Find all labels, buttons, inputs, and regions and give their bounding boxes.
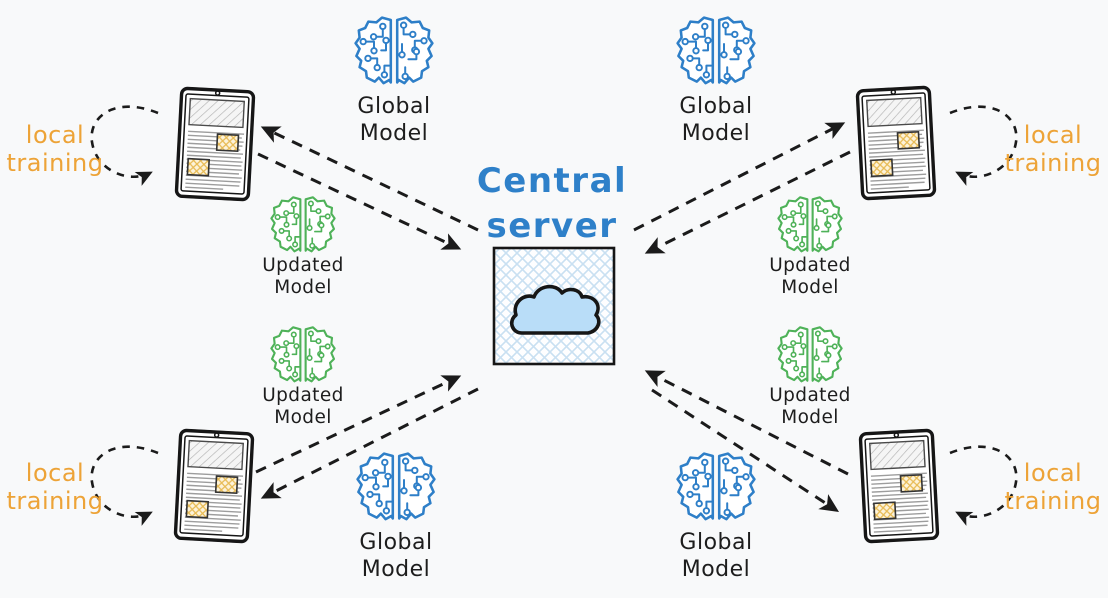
- local-training-label-line1: local: [1024, 121, 1082, 149]
- tablet-icon: [173, 428, 255, 544]
- global-model-label-line1: Global: [679, 530, 752, 555]
- global-model-download-arrow-top-left: [260, 126, 479, 232]
- global-model-label-line2: Model: [360, 121, 429, 146]
- global-model-bottom-left: Global Model: [356, 452, 436, 582]
- global-model-label-line2: Model: [682, 557, 751, 582]
- local-training-loop-arrow: [90, 445, 159, 526]
- central-server: Central server: [477, 161, 627, 366]
- global-model-download-arrow-bottom-right: [651, 388, 840, 512]
- local-training-label-line2: training: [7, 487, 104, 515]
- updated-model-label-line1: Updated: [769, 255, 851, 276]
- tablet-icon: [855, 85, 937, 201]
- updated-model-label-line1: Updated: [262, 255, 344, 276]
- local-training-bottom-left: local training: [7, 445, 159, 526]
- local-training-top-left: local training: [7, 105, 159, 186]
- global-model-top-left: Global Model: [354, 16, 434, 146]
- global-model-label-line2: Model: [362, 557, 431, 582]
- global-model-label-line1: Global: [357, 94, 430, 119]
- updated-model-label-line2: Model: [274, 277, 332, 298]
- updated-model-upload-arrow-bottom-left: [255, 375, 462, 474]
- updated-model-top-right: Updated Model: [769, 196, 851, 298]
- client-device-top-left: [174, 86, 256, 202]
- local-training-label-line2: training: [1005, 149, 1102, 177]
- global-model-label-line1: Global: [359, 530, 432, 555]
- updated-model-top-left: Updated Model: [262, 196, 344, 298]
- local-training-loop-arrow: [949, 445, 1018, 526]
- global-model-top-right: Global Model: [676, 16, 756, 146]
- local-training-loop-arrow: [90, 105, 159, 186]
- local-training-label-line2: training: [7, 149, 104, 177]
- local-training-label-line2: training: [1005, 487, 1102, 515]
- client-device-bottom-left: [173, 428, 255, 544]
- central-server-title-line2: server: [486, 206, 617, 246]
- updated-model-bottom-right: Updated Model: [769, 326, 851, 428]
- local-training-loop-arrow: [949, 105, 1018, 186]
- global-model-label-line1: Global: [679, 94, 752, 119]
- local-training-label-line1: local: [26, 459, 84, 487]
- updated-model-bottom-left: Updated Model: [262, 326, 344, 428]
- global-model-download-arrow-bottom-left: [260, 387, 479, 499]
- updated-model-label-line1: Updated: [262, 385, 344, 406]
- local-training-top-right: local training: [949, 105, 1102, 186]
- global-model-bottom-right: Global Model: [676, 452, 756, 582]
- updated-model-label-line2: Model: [274, 407, 332, 428]
- local-training-label-line1: local: [1024, 459, 1082, 487]
- global-model-label-line2: Model: [682, 121, 751, 146]
- central-server-title-line1: Central: [477, 161, 627, 201]
- updated-model-label-line1: Updated: [769, 385, 851, 406]
- local-training-bottom-right: local training: [949, 445, 1102, 526]
- local-training-label-line1: local: [26, 121, 84, 149]
- cloud-icon: [509, 284, 601, 335]
- updated-model-label-line2: Model: [781, 277, 839, 298]
- tablet-icon: [174, 86, 256, 202]
- model-exchange-arrows: [255, 122, 851, 512]
- client-device-top-right: [855, 85, 937, 201]
- client-device-bottom-right: [858, 428, 940, 544]
- updated-model-upload-arrow-top-left: [257, 152, 462, 250]
- tablet-icon: [858, 428, 940, 544]
- updated-model-label-line2: Model: [781, 407, 839, 428]
